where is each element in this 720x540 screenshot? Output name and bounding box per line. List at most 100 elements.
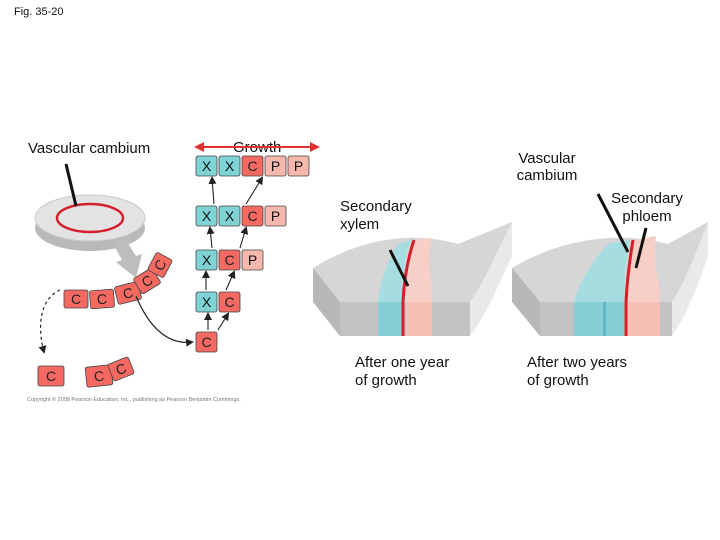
after-two-years-caption: After two years of growth [527, 354, 627, 390]
wedge2-phloem-band-front [628, 302, 660, 336]
wood-wedge-one-year [313, 222, 512, 336]
cell-r1-c2: X [218, 155, 241, 177]
cell-r5-c1-body [195, 331, 218, 353]
cell-r3-c2: C [218, 249, 241, 271]
cell-r3-c2-letter: C [224, 252, 234, 268]
strip-cell-3: C [114, 281, 142, 305]
cell-r1-c5-body [287, 155, 310, 177]
cell-r4-c2: C [218, 291, 241, 313]
after-two-line1: After two years [527, 354, 628, 371]
cell-r3-c1: X [195, 249, 218, 271]
secondary-phloem-line2: phloem [622, 208, 672, 225]
cell-r5-c1: C [195, 331, 218, 353]
division-arrow-5 [206, 226, 215, 249]
cell-r4-c2-body [218, 291, 241, 313]
wedge1-front-face [340, 302, 470, 336]
cell-r1-c1-letter: X [202, 158, 212, 174]
cell-r3-c3-letter: P [248, 252, 257, 268]
zoom-arrow [112, 240, 142, 278]
after-one-line2: of growth [355, 372, 417, 389]
vascular-cambium-pointer-left [64, 163, 78, 207]
wedge1-outer-face [470, 222, 512, 336]
cell-r1-c4-letter: P [271, 158, 280, 174]
strip-cell-4-body [133, 267, 161, 295]
vascular-cambium-line1: Vascular [518, 150, 576, 167]
cell-r1-c3-letter: C [247, 158, 257, 174]
cell-r2-c4-body [264, 205, 287, 227]
cell-r3-c2-body [218, 249, 241, 271]
stem-disc-top [34, 194, 146, 242]
wedge1-left-face [313, 268, 340, 336]
secondary-phloem-pointer [634, 227, 648, 269]
cell-r1-c2-letter: X [225, 158, 235, 174]
division-arrow-4 [225, 270, 236, 291]
cell-r4-c2-letter: C [224, 294, 234, 310]
cell-r2-c1-letter: X [202, 208, 212, 224]
division-arrow-2 [217, 312, 230, 331]
cell-r1-c2-body [218, 155, 241, 177]
strip-cell-1-letter: C [71, 291, 81, 307]
strip-cell-2-letter: C [96, 291, 107, 308]
cell-r1-c1-body [195, 155, 218, 177]
wedge1-cambium-line [401, 239, 416, 336]
copyright-notice: Copyright © 2008 Pearson Education, Inc.… [27, 397, 241, 403]
division-arrow-6 [239, 226, 249, 249]
strip-cell-4: C [133, 267, 161, 295]
lower-strip-cell-1-letter: C [46, 368, 56, 384]
wedge2-cambium-line [624, 239, 635, 336]
strip-cell-1-body [63, 289, 89, 309]
wedge2-outer-face [672, 222, 708, 336]
cell-r3-c3: P [241, 249, 264, 271]
cell-r3-c1-letter: X [202, 252, 212, 268]
strip-cell-2-body [89, 288, 115, 310]
strip-cell-3-letter: C [121, 284, 135, 302]
cell-r2-c3: C [241, 205, 264, 227]
lower-strip-cell-3: C [107, 356, 135, 382]
cell-r2-c2-letter: X [225, 208, 235, 224]
lower-strip-cell-1: C [37, 365, 65, 387]
vascular-cambium-label-left: Vascular cambium [28, 140, 151, 157]
vascular-cambium-label-right: Vascular cambium [512, 150, 582, 184]
secondary-phloem-label: Secondary phloem [604, 190, 690, 226]
cell-r2-c4: P [264, 205, 287, 227]
secondary-xylem-label: Secondary xylem [340, 198, 412, 234]
after-one-line1: After one year [355, 354, 450, 371]
strip-cell-1: C [63, 289, 89, 309]
strip-cell-5: C [147, 252, 173, 278]
cell-r3-c3-body [241, 249, 264, 271]
strip-cell-2: C [89, 288, 115, 310]
curved-arrow-to-cells [135, 295, 194, 347]
cell-r2-c3-letter: C [247, 208, 257, 224]
wedge2-left-face [512, 268, 540, 336]
wedge2-xylem-band-front [574, 302, 624, 336]
wedge2-xylem-band-top [574, 240, 630, 302]
division-arrow-8 [245, 176, 264, 205]
stem-cross-section [34, 194, 146, 251]
wedge1-phloem-band-front [406, 302, 432, 336]
cell-r2-c3-body [241, 205, 264, 227]
cell-r2-c4-letter: P [271, 208, 280, 224]
wedge1-xylem-band-top [378, 240, 411, 302]
vascular-cambium-ring [55, 202, 125, 234]
cell-r1-c5: P [287, 155, 310, 177]
cell-r4-c1: X [195, 291, 218, 313]
wedge2-growth-ring [603, 302, 606, 336]
cell-r2-c1: X [195, 205, 218, 227]
wood-wedge-two-years [512, 222, 708, 336]
wedge2-phloem-band-top [628, 236, 660, 302]
secondary-xylem-line2: xylem [340, 216, 380, 233]
dashed-arrow [38, 289, 61, 354]
vascular-cambium-line2: cambium [516, 167, 578, 184]
division-arrow-7 [208, 176, 217, 205]
wedge1-xylem-band-front [378, 302, 402, 336]
cell-r2-c2: X [218, 205, 241, 227]
lower-strip-cell-1-body [37, 365, 65, 387]
lower-strip-cell-2-letter: C [93, 368, 105, 385]
cell-r1-c4-body [264, 155, 287, 177]
after-one-year-caption: After one year of growth [355, 354, 449, 390]
division-arrows [202, 176, 264, 331]
